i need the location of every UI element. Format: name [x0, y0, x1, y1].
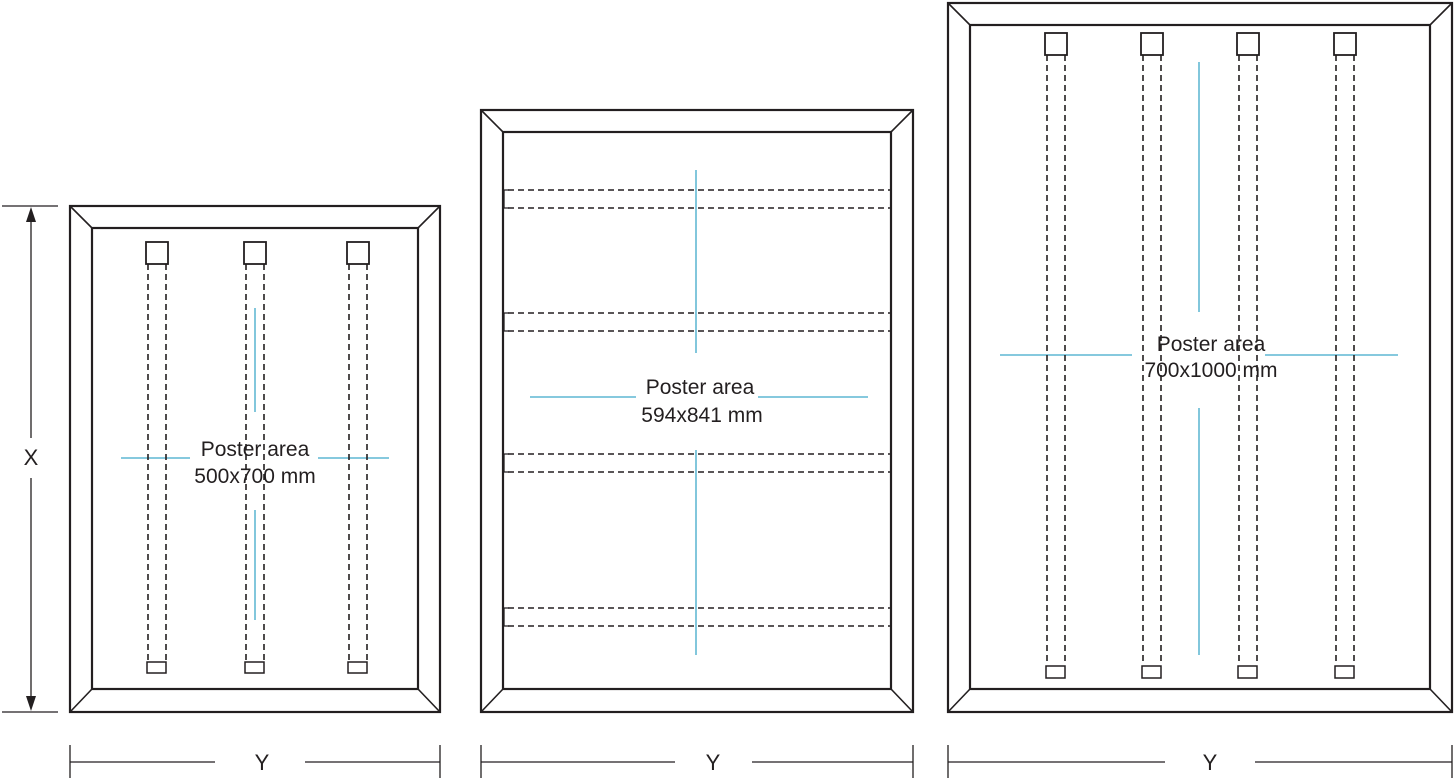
width-dimension: Y: [947, 745, 1453, 778]
rail-clip-left: [503, 189, 509, 209]
height-dimension: X: [2, 205, 58, 713]
width-label: Y: [1203, 750, 1218, 775]
rail: [503, 189, 890, 209]
rail-clip-top: [346, 241, 370, 265]
width-label: Y: [706, 750, 721, 775]
width-label: Y: [255, 750, 270, 775]
rail-clip-left: [503, 607, 509, 627]
rail-clip-top: [243, 241, 267, 265]
poster-area-label: Poster area: [646, 376, 755, 399]
frame-inner-border: [968, 23, 1432, 691]
frame-outer-border: [479, 108, 915, 714]
poster-size-label: 594x841 mm: [641, 404, 762, 427]
frame-700x1000: Poster area 700x1000 mm: [946, 1, 1454, 714]
rail-clip-top: [1140, 32, 1164, 56]
rail-clip-top: [145, 241, 169, 265]
rail-clip-top: [1333, 32, 1357, 56]
rail: [1236, 32, 1260, 679]
poster-size-label: 700x1000 mm: [1144, 359, 1277, 382]
width-dimension: Y: [69, 745, 441, 778]
rail-clip-bottom: [347, 661, 368, 674]
rail-clip-bottom: [1141, 665, 1162, 679]
rail-clip-bottom: [244, 661, 265, 674]
rail-clip-left: [503, 453, 509, 473]
frame-outer-border: [946, 1, 1454, 714]
rail-clip-top: [1044, 32, 1068, 56]
arrow-down-icon: [26, 696, 36, 711]
arrow-up-icon: [26, 207, 36, 222]
poster-area-label: Poster area: [1157, 333, 1266, 356]
frame-inner-border: [90, 226, 420, 691]
rail: [503, 312, 890, 332]
frame-outer-border: [68, 204, 442, 714]
rail-clip-bottom: [1237, 665, 1258, 679]
rail: [145, 241, 169, 674]
width-dimension: Y: [480, 745, 914, 778]
rail: [346, 241, 370, 674]
frame-inner-border: [501, 130, 893, 691]
rail-clip-bottom: [146, 661, 167, 674]
rail: [243, 241, 267, 674]
frame-500x700: Poster area 500x700 mm: [68, 204, 442, 714]
rail-clip-bottom: [1045, 665, 1066, 679]
rail: [503, 607, 890, 627]
rail-clip-left: [503, 312, 509, 332]
poster-size-label: 500x700 mm: [194, 465, 315, 488]
rail: [1044, 32, 1068, 679]
frame-594x841: Poster area 594x841 mm: [479, 108, 915, 714]
rail: [503, 453, 890, 473]
rail: [1140, 32, 1164, 679]
rail: [1333, 32, 1357, 679]
height-label: X: [24, 445, 39, 470]
poster-area-label: Poster area: [201, 438, 310, 461]
rail-clip-bottom: [1334, 665, 1355, 679]
rail-clip-top: [1236, 32, 1260, 56]
